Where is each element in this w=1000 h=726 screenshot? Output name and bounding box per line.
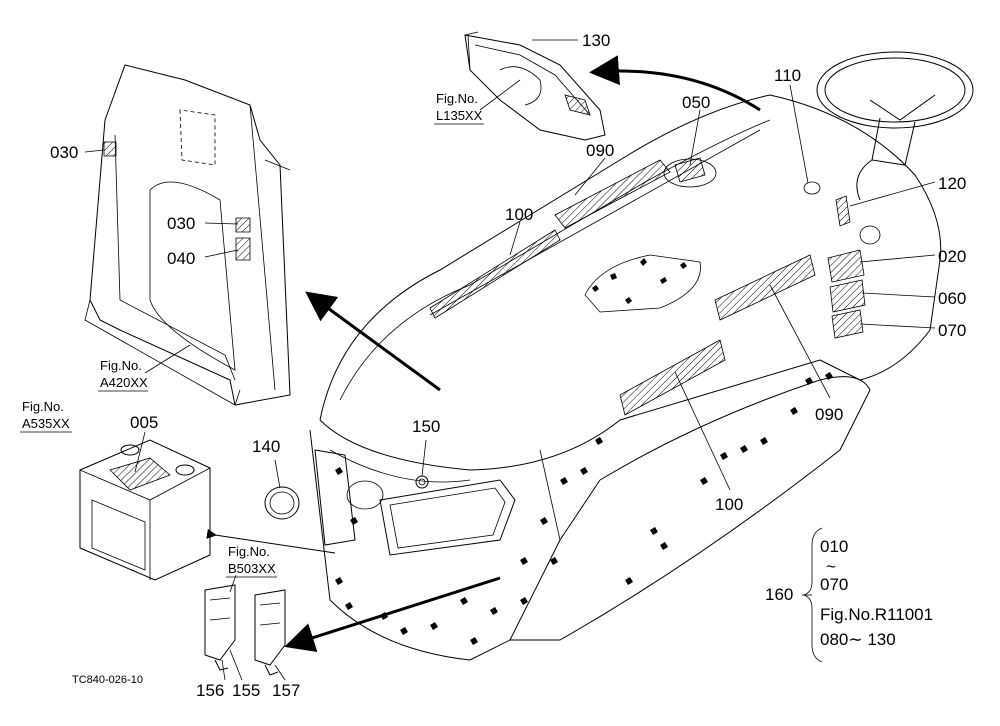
note-line-1: 010: [820, 537, 848, 556]
battery-inset: [79, 439, 336, 581]
fig-ref-a420: A420XX: [100, 375, 148, 390]
fig-label-b503: Fig.No.: [228, 544, 270, 559]
side-panel-inset: [84, 64, 291, 406]
note-line-2: ~: [826, 557, 836, 576]
hood-body: [309, 94, 942, 661]
instrument-panel-inset: [464, 31, 606, 141]
label-020: 020: [938, 247, 966, 266]
label-070: 070: [938, 321, 966, 340]
fig-label-l135: Fig.No.: [436, 91, 478, 106]
label-100-top: 100: [505, 205, 533, 224]
label-155: 155: [232, 681, 260, 700]
label-030-inner: 030: [167, 214, 195, 233]
clip-inset: [204, 584, 286, 676]
note-line-5: 080∼ 130: [820, 630, 896, 649]
label-140: 140: [252, 437, 280, 456]
label-050: 050: [682, 93, 710, 112]
leader-lines: [84, 39, 936, 681]
label-090-right: 090: [815, 405, 843, 424]
label-150: 150: [412, 417, 440, 436]
note-line-3: 070: [820, 575, 848, 594]
steering-wheel: [816, 51, 974, 201]
note-block: 010 ~ 070 Fig.No.R11001 080∼ 130: [820, 537, 933, 649]
figure-references: Fig.No. L135XX Fig.No. A420XX Fig.No. A5…: [20, 91, 484, 578]
label-030-left: 030: [50, 143, 78, 162]
panel-texture: [335, 254, 833, 645]
label-120: 120: [938, 174, 966, 193]
label-090-top: 090: [586, 141, 614, 160]
fig-ref-b503: B503XX: [228, 561, 276, 576]
label-130: 130: [582, 31, 610, 50]
callout-arrows: [284, 55, 761, 652]
label-110: 110: [774, 66, 801, 85]
label-060: 060: [938, 289, 966, 308]
note-line-4: Fig.No.R11001: [820, 605, 933, 624]
fig-ref-l135: L135XX: [436, 108, 483, 123]
part-labels: 130 110 050 090 120 100 020 060 070 090 …: [50, 31, 966, 700]
drawing-code: TC840-026-10: [72, 674, 143, 686]
hood-decals: [264, 157, 881, 520]
label-156: 156: [196, 681, 224, 700]
fig-ref-a535: A535XX: [22, 416, 70, 431]
fig-label-a535: Fig.No.: [22, 399, 64, 414]
label-005: 005: [130, 413, 158, 432]
label-157: 157: [272, 681, 300, 700]
label-100-bottom: 100: [715, 495, 743, 514]
fig-label-a420: Fig.No.: [100, 358, 142, 373]
label-040: 040: [167, 249, 195, 268]
label-160: 160: [765, 585, 793, 604]
